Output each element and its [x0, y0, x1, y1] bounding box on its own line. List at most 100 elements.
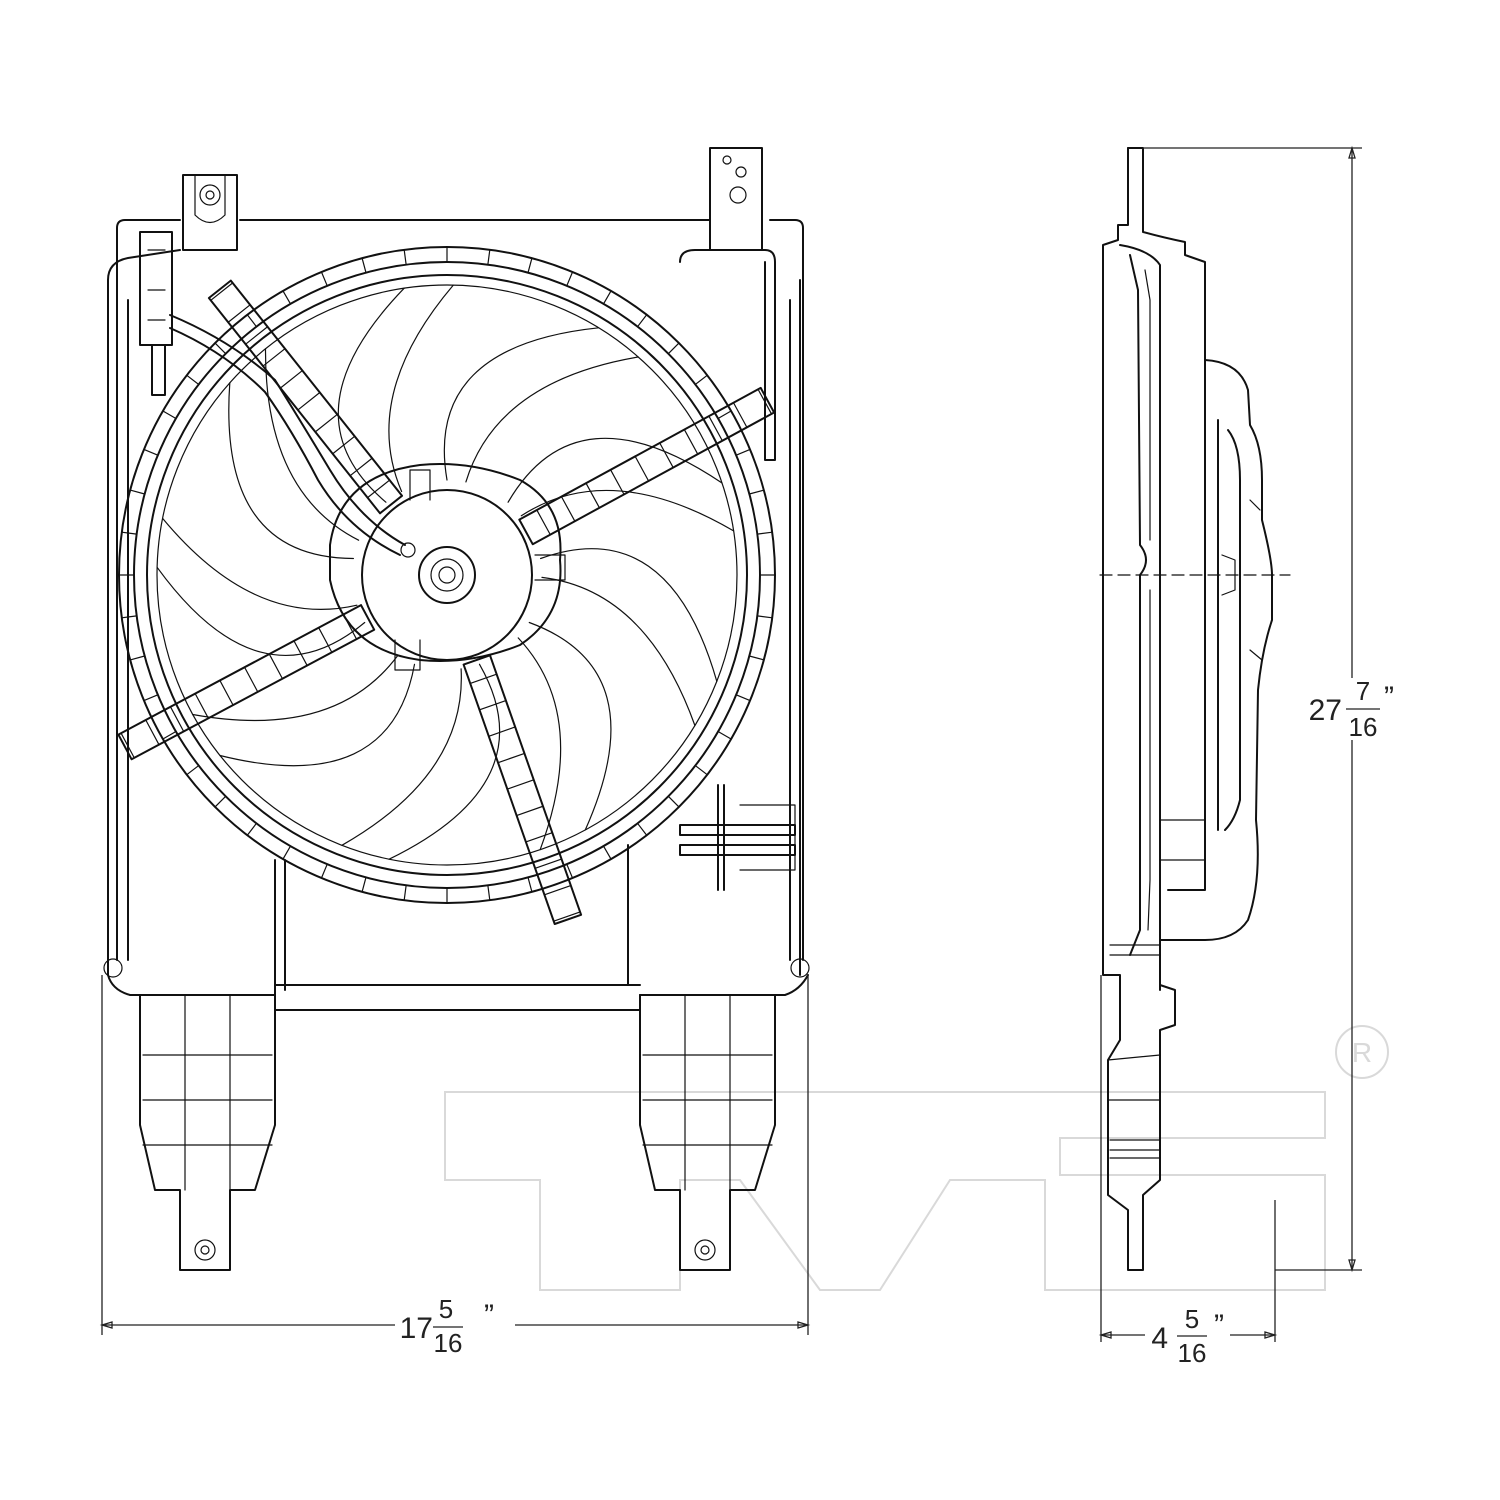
ring-rib	[694, 764, 708, 776]
fan-blade-edge	[192, 655, 398, 722]
ring-rib	[403, 249, 407, 266]
top-right-mount-bracket	[679, 147, 776, 461]
svg-text:R: R	[1352, 1037, 1372, 1068]
fan-blade-edge	[520, 489, 735, 532]
ring-ribs	[118, 246, 776, 904]
fan-blade-edge	[541, 576, 696, 727]
fan-blade	[507, 437, 723, 503]
bottom-left-mount-leg	[139, 994, 276, 1271]
bottom-right-mount-leg	[639, 994, 776, 1271]
ring-rib	[566, 271, 574, 287]
shroud-outline	[116, 219, 804, 961]
fan-blade-edge	[388, 284, 454, 493]
leg-mount-hole-inner	[200, 1245, 210, 1255]
spoke-rib	[659, 442, 674, 469]
ring-rib	[756, 531, 773, 535]
fan-blade	[443, 327, 600, 481]
ring-rib	[717, 730, 732, 740]
spoke-rib	[560, 496, 576, 522]
leg-mount-hole	[194, 1239, 216, 1261]
ring-rib	[636, 822, 648, 836]
spoke-rib	[366, 479, 391, 499]
spoke-rib	[227, 304, 251, 323]
ring-rib	[667, 795, 680, 808]
ring-rib	[717, 410, 732, 420]
ring-rib	[186, 764, 200, 776]
wire-connector	[139, 231, 416, 558]
spoke-rib	[553, 911, 581, 922]
spoke-rib	[506, 779, 535, 790]
ring-rib	[527, 257, 533, 274]
fan-blade-edge	[465, 356, 639, 483]
spoke-rib	[349, 457, 373, 477]
width-numerator: 5	[439, 1294, 453, 1324]
spoke-rib	[210, 282, 234, 301]
fan-hub	[329, 463, 566, 671]
spoke-rib	[683, 428, 699, 455]
height-denominator: 16	[1349, 712, 1378, 742]
depth-numerator: 5	[1185, 1304, 1199, 1334]
spoke-rib	[534, 858, 563, 869]
fan-blade	[540, 548, 718, 682]
brand-watermark: R	[444, 1025, 1389, 1291]
spoke-rib	[243, 666, 259, 693]
spoke-rib	[342, 613, 358, 640]
spoke-rib	[293, 640, 308, 667]
spoke-rib	[708, 415, 723, 442]
spoke-rib	[169, 706, 185, 733]
spoke-rib	[497, 752, 526, 764]
leg-outline	[139, 994, 276, 1271]
ring-rib	[756, 615, 773, 619]
depth-dimension: 4 5 16 ”	[1098, 975, 1278, 1368]
ring-rib	[282, 290, 292, 305]
ring-rib	[143, 448, 159, 456]
ring-rib	[667, 342, 680, 355]
spoke-rib	[634, 455, 650, 482]
top-left-mount-bracket	[182, 174, 238, 251]
height-numerator: 7	[1356, 676, 1370, 706]
ring-rib	[214, 342, 227, 355]
spoke	[518, 386, 776, 546]
spoke-rib	[332, 435, 356, 455]
ring-rib	[361, 257, 367, 274]
front-view	[103, 147, 810, 1271]
spoke-rib	[610, 469, 625, 495]
spoke-rib	[145, 719, 160, 746]
spoke-rib	[478, 699, 507, 711]
ring-rib	[748, 489, 765, 495]
ring-rib	[361, 876, 367, 893]
spoke	[207, 279, 403, 515]
ring-rib	[602, 290, 612, 305]
spoke-rib	[120, 732, 135, 759]
ring-rib	[129, 655, 146, 661]
ring-rib	[214, 795, 227, 808]
spoke-rib	[525, 832, 553, 843]
ring-rib	[694, 374, 708, 386]
fan-blade-edge	[162, 517, 358, 610]
ring-rib	[566, 863, 574, 879]
spoke-rib	[268, 653, 284, 680]
spoke-rib	[279, 369, 303, 389]
spoke-rib	[488, 726, 516, 737]
spoke-rib	[219, 679, 234, 706]
spoke-rib	[516, 805, 544, 817]
ring-rib	[129, 489, 146, 495]
ring-rib	[186, 374, 200, 386]
ring-rib	[320, 863, 328, 879]
ring-rib	[162, 730, 177, 740]
spoke-rib	[757, 388, 773, 415]
spoke-rib	[262, 348, 286, 367]
spoke-rib	[297, 391, 321, 411]
fan-blades	[156, 284, 735, 860]
width-inch-mark: ”	[484, 1299, 494, 1332]
fan-blade	[388, 663, 501, 860]
fan-blade	[337, 287, 405, 503]
width-dimension: 17 5 16 ”	[99, 975, 811, 1358]
leg-outline	[639, 994, 776, 1271]
ring-rib	[735, 694, 751, 702]
width-denominator: 16	[434, 1328, 463, 1358]
side-connector	[679, 784, 796, 891]
spoke-rib	[318, 627, 333, 653]
ring-rib	[527, 876, 533, 893]
ring-rib	[487, 884, 491, 901]
